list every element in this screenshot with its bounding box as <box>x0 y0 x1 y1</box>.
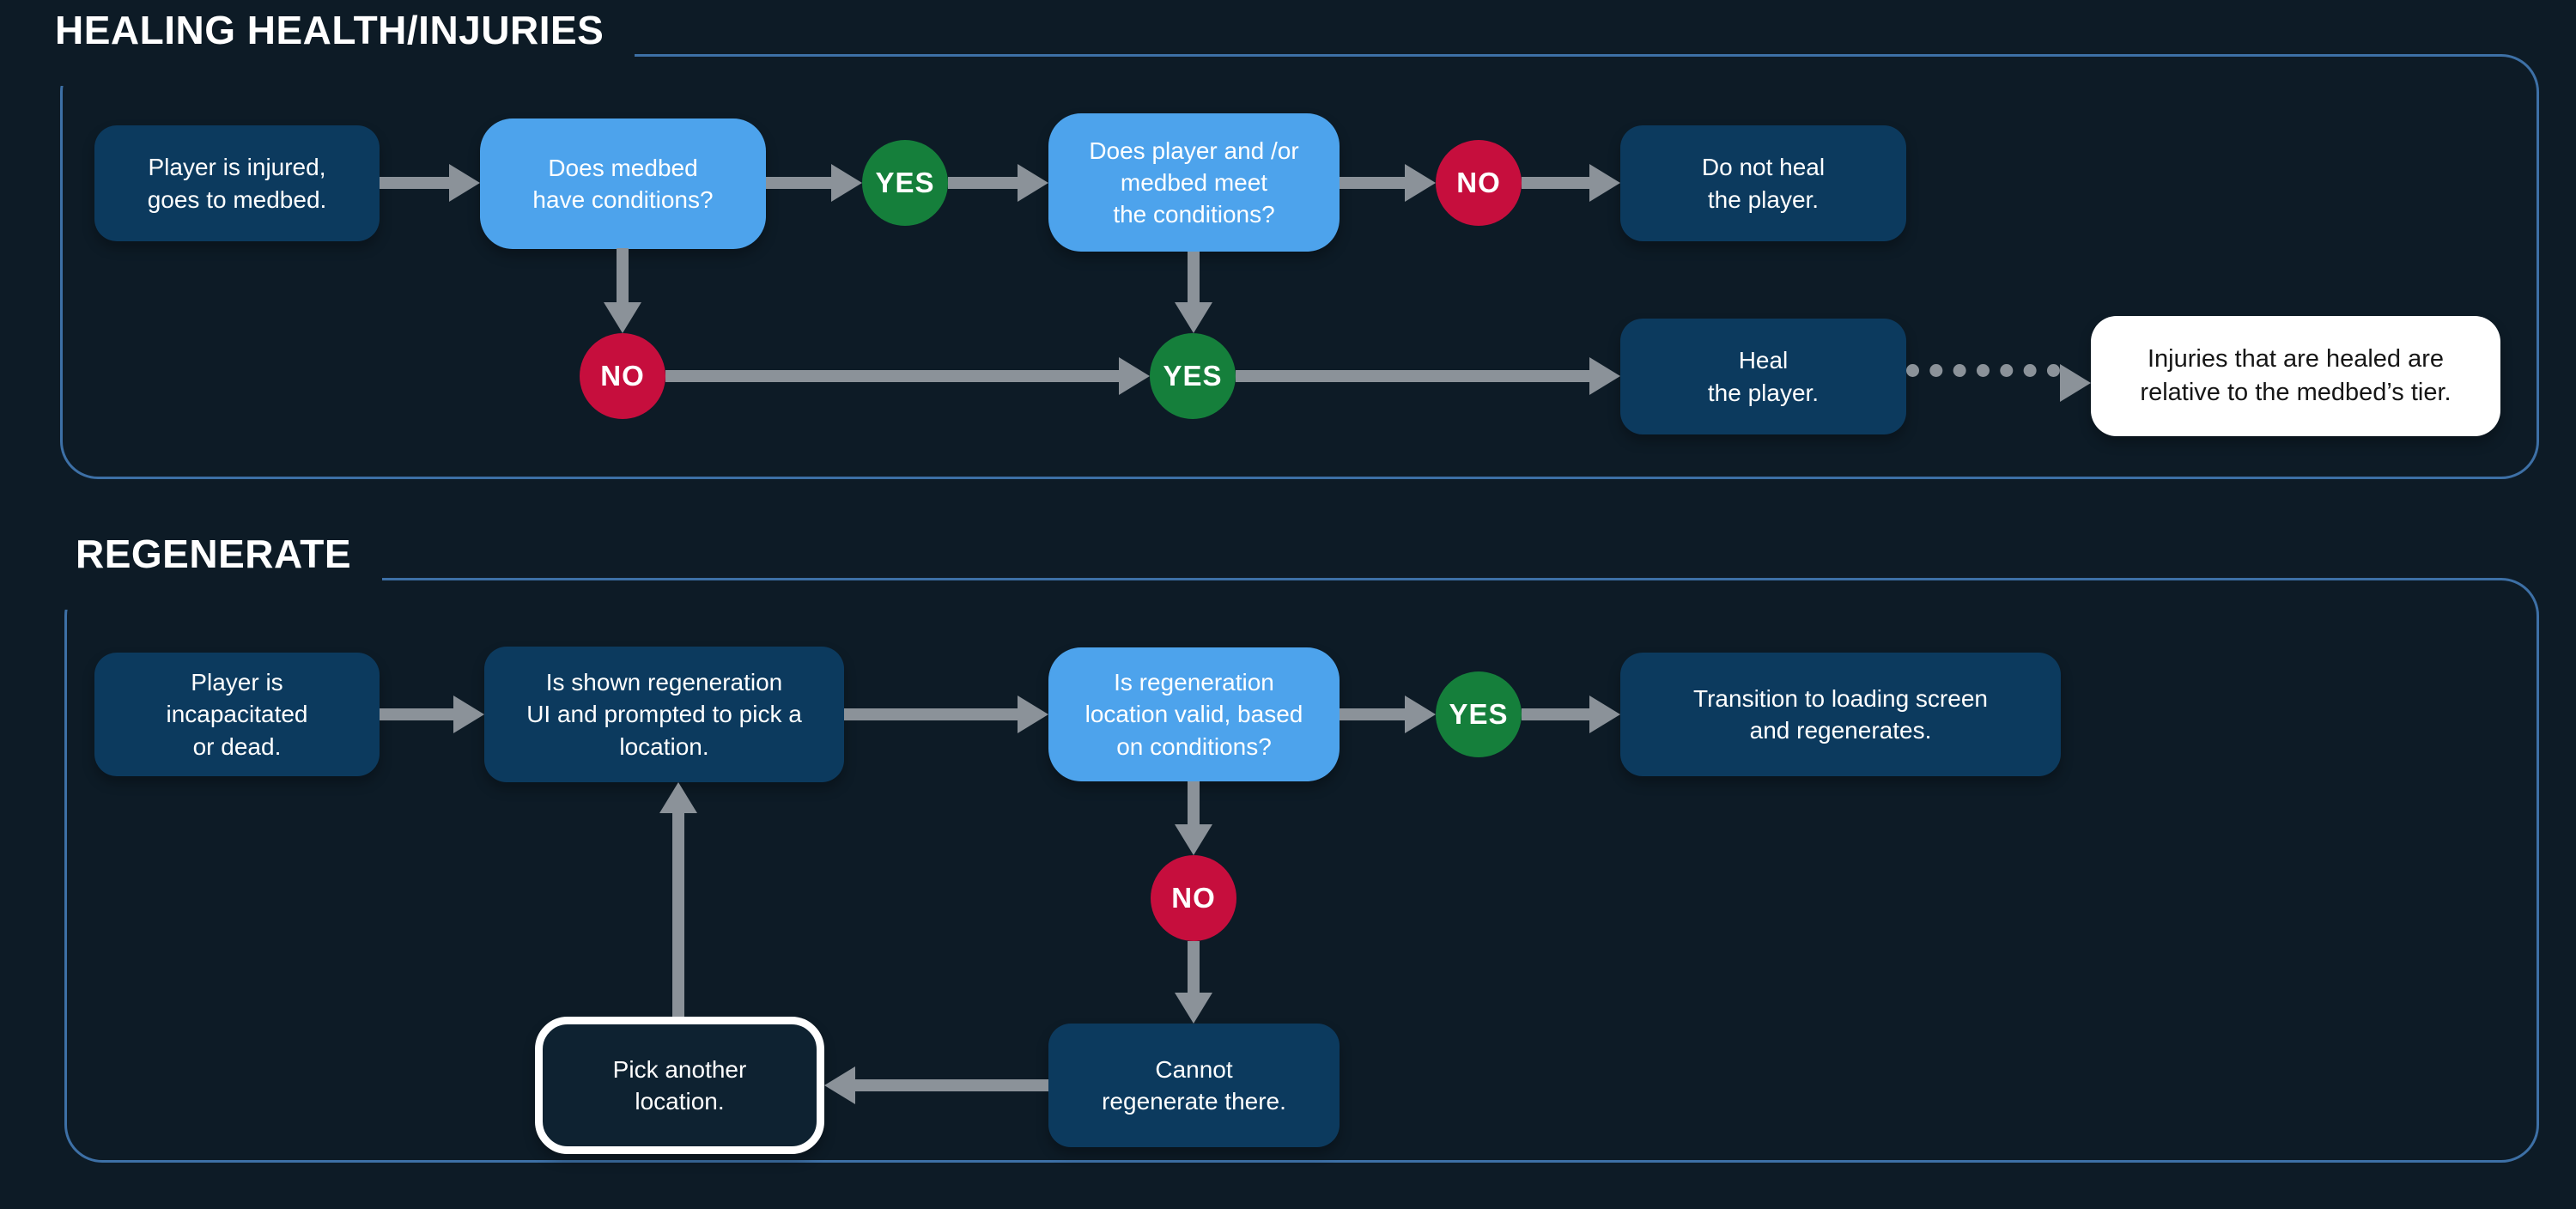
arrow-location-valid-down-to-no3 <box>1188 781 1200 824</box>
badge-yes-1: YES <box>862 140 948 226</box>
decision-medbed-has-conditions: Does medbed have conditions? <box>480 118 766 249</box>
node-shown-regeneration-ui: Is shown regeneration UI and prompted to… <box>484 647 844 782</box>
arrow-no2-to-yes2 <box>665 370 1119 382</box>
arrow-no3-down-to-cannot-regenerate <box>1188 941 1200 993</box>
arrow-no1-to-do-not-heal <box>1522 177 1589 189</box>
decision-meet-conditions: Does player and /or medbed meet the cond… <box>1048 113 1340 252</box>
arrow-medbed-conditions-down-to-no2 <box>617 248 629 302</box>
node-pick-another-location: Pick another location. <box>535 1017 824 1154</box>
section-healing-frame <box>60 54 2539 479</box>
arrow-medbed-conditions-to-yes1 <box>766 177 831 189</box>
section-healing-title: HEALING HEALTH/INJURIES <box>50 2 635 67</box>
arrow-meet-conditions-down-to-yes2 <box>1188 252 1200 302</box>
node-cannot-regenerate: Cannot regenerate there. <box>1048 1024 1340 1147</box>
arrow-yes1-to-meet-conditions <box>948 177 1018 189</box>
arrow-pick-another-up-to-show-ui <box>672 813 684 1017</box>
arrow-meet-conditions-to-no1 <box>1340 177 1405 189</box>
badge-yes-2: YES <box>1150 333 1236 419</box>
arrow-show-ui-to-location-valid <box>844 708 1018 720</box>
node-transition-loading-screen: Transition to loading screen and regener… <box>1620 653 2061 776</box>
badge-yes-3: YES <box>1436 671 1522 757</box>
arrow-yes3-to-transition <box>1522 708 1589 720</box>
arrow-start-to-medbed-conditions <box>380 177 449 189</box>
decision-location-valid: Is regeneration location valid, based on… <box>1048 647 1340 781</box>
node-heal-player: Heal the player. <box>1620 319 1906 434</box>
badge-no-1: NO <box>1436 140 1522 226</box>
arrow-location-valid-to-yes3 <box>1340 708 1405 720</box>
arrow-heal-to-note-dotted <box>1906 364 2060 377</box>
node-player-incapacitated: Player is incapacitated or dead. <box>94 653 380 776</box>
section-regenerate-title: REGENERATE <box>53 526 383 591</box>
arrow-incapacitated-to-show-ui <box>380 708 453 720</box>
note-healed-relative-to-tier: Injuries that are healed are relative to… <box>2091 316 2500 436</box>
node-player-injured: Player is injured, goes to medbed. <box>94 125 380 241</box>
node-do-not-heal: Do not heal the player. <box>1620 125 1906 241</box>
badge-no-3: NO <box>1151 855 1236 941</box>
arrow-yes2-to-heal <box>1236 370 1589 382</box>
arrow-cannot-regenerate-to-pick-another <box>855 1079 1048 1091</box>
section-regenerate-frame <box>64 578 2539 1163</box>
badge-no-2: NO <box>580 333 665 419</box>
